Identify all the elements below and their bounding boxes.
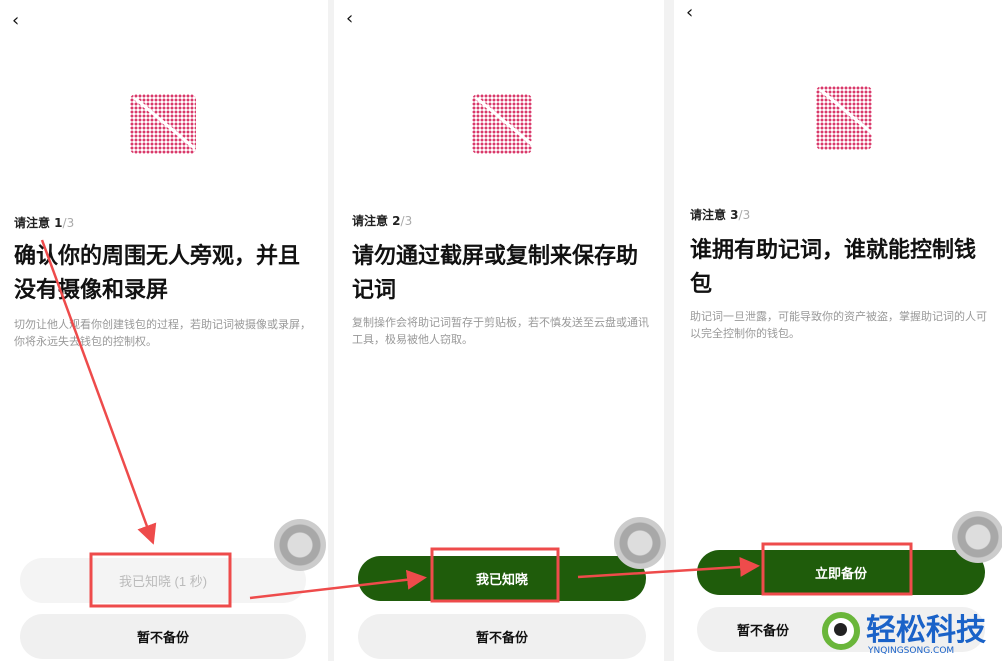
acknowledge-button[interactable]: 我已知晓 <box>358 556 646 601</box>
skip-backup-button[interactable]: 暂不备份 <box>358 614 646 659</box>
screen-3: ‹ 请注意 3/3 谁拥有助记词，谁就能控制钱包 助记词一旦泄露，可能导致你的资… <box>674 0 1002 661</box>
acknowledge-button[interactable]: 我已知晓 (1 秒) <box>20 558 306 603</box>
back-button[interactable]: ‹ <box>686 2 694 23</box>
page-title: 请勿通过截屏或复制来保存助记词 <box>352 244 639 303</box>
step-indicator: 请注意 1/3 <box>14 216 75 230</box>
back-button[interactable]: ‹ <box>12 10 20 31</box>
back-button[interactable]: ‹ <box>346 8 354 29</box>
eye-logo-icon <box>822 612 860 650</box>
floating-assistive-button[interactable] <box>952 511 1002 563</box>
floating-assistive-button[interactable] <box>274 519 326 571</box>
screen-2: ‹ 请注意 2/3 请勿通过截屏或复制来保存助记词 复制操作会将助记词暂存于剪贴… <box>334 0 666 661</box>
copy-off-icon <box>472 94 532 154</box>
watermark-logo: 轻松科技 YNQINGSONG.COM <box>822 612 986 656</box>
camera-off-icon <box>130 94 196 154</box>
description: 切勿让他人观看你创建钱包的过程，若助记词被摄像或录屏，你将永远失去钱包的控制权。 <box>14 318 311 348</box>
floating-assistive-button[interactable] <box>614 517 666 569</box>
page-title: 确认你的周围无人旁观，并且没有摄像和录屏 <box>14 244 301 303</box>
screen-1: ‹ 请注意 1/3 确认你的周围无人旁观，并且没有摄像和录屏 切勿让他人观看你创… <box>0 0 328 661</box>
step-indicator: 请注意 2/3 <box>352 214 413 228</box>
step-indicator: 请注意 3/3 <box>690 208 751 222</box>
chess-knight-off-icon <box>816 86 872 150</box>
page-title: 谁拥有助记词，谁就能控制钱包 <box>690 238 977 297</box>
description: 复制操作会将助记词暂存于剪贴板，若不慎发送至云盘或通讯工具，极易被他人窃取。 <box>352 316 649 346</box>
skip-backup-button[interactable]: 暂不备份 <box>20 614 306 659</box>
backup-now-button[interactable]: 立即备份 <box>697 550 985 595</box>
description: 助记词一旦泄露，可能导致你的资产被盗，掌握助记词的人可以完全控制你的钱包。 <box>690 310 987 340</box>
